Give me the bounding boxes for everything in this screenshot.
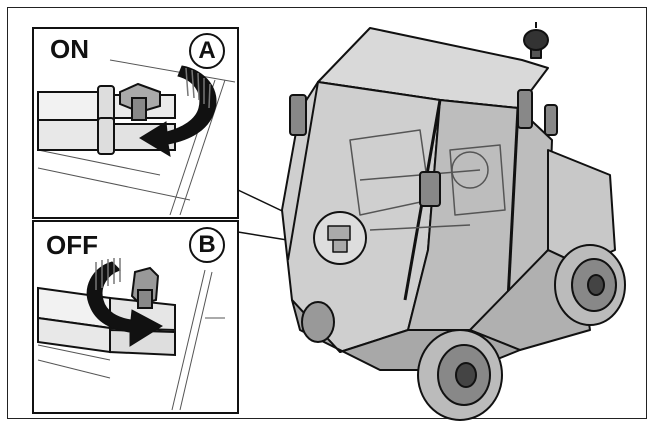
outer-border <box>7 7 647 419</box>
valve-off-detail <box>37 258 225 411</box>
wheel <box>301 301 335 343</box>
valve-handle-icon <box>130 266 160 309</box>
beacon-light-icon <box>523 22 549 59</box>
state-label-off: OFF <box>46 230 98 260</box>
rotate-arrow-icon <box>86 258 163 347</box>
rotate-arrow-icon <box>139 65 217 157</box>
valve-handle-icon <box>119 82 161 121</box>
marker-a: A <box>189 33 225 69</box>
marker-b: B <box>189 227 225 263</box>
mirror-icon <box>289 89 558 207</box>
state-label-on: ON <box>50 34 89 64</box>
valve-on-detail <box>37 59 236 216</box>
wheel <box>554 244 626 326</box>
wheel <box>417 329 503 421</box>
detail-panels <box>32 27 239 414</box>
vehicle-cab-illustration <box>281 22 626 421</box>
